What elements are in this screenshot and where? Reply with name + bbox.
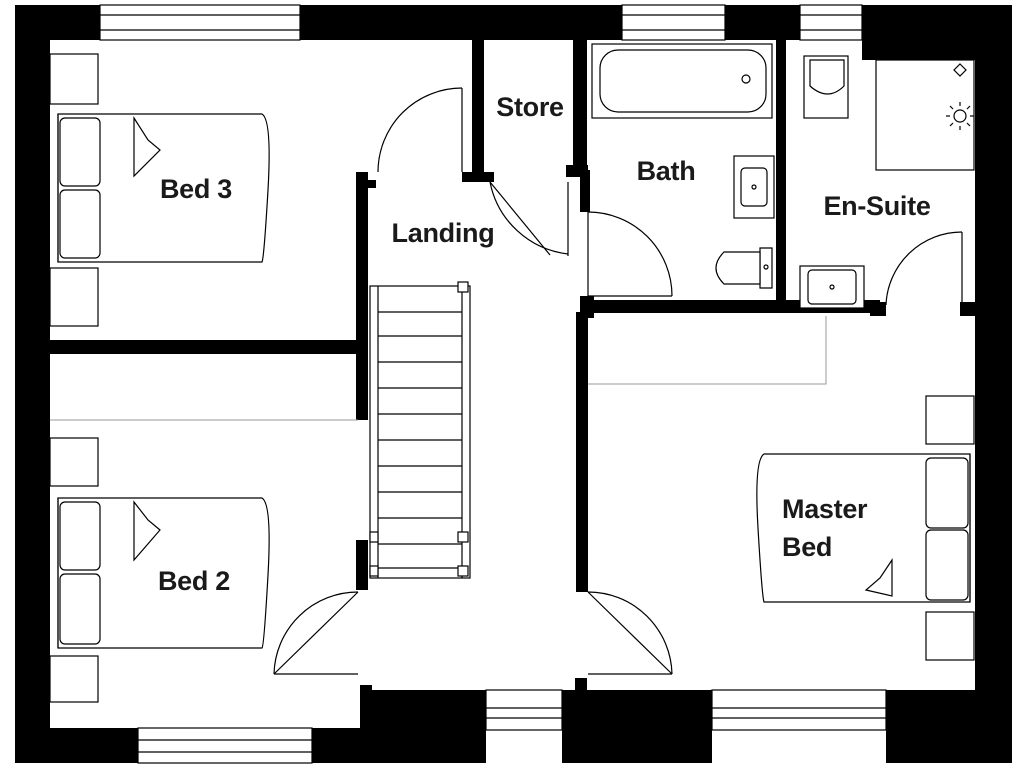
master-bed-furniture bbox=[588, 316, 975, 661]
walls bbox=[15, 5, 1012, 763]
room-label-master-line2: Bed bbox=[782, 532, 832, 562]
staircase bbox=[369, 281, 471, 579]
room-label-store: Store bbox=[496, 92, 564, 122]
room-label-landing: Landing bbox=[392, 218, 495, 248]
room-labels: Bed 3 Store Bath En-Suite Landing Bed 2 … bbox=[158, 92, 931, 596]
room-label-en-suite: En-Suite bbox=[823, 191, 930, 221]
doors bbox=[273, 87, 963, 675]
ensuite-fixtures bbox=[799, 55, 975, 309]
bed2-furniture bbox=[49, 419, 358, 703]
bathroom-fixtures bbox=[591, 43, 775, 289]
room-label-bed2: Bed 2 bbox=[158, 566, 230, 596]
room-label-master-line1: Master bbox=[782, 494, 868, 524]
windows bbox=[99, 4, 887, 764]
room-label-bath: Bath bbox=[637, 156, 696, 186]
room-label-bed3: Bed 3 bbox=[160, 174, 232, 204]
bed3-furniture bbox=[49, 53, 270, 327]
